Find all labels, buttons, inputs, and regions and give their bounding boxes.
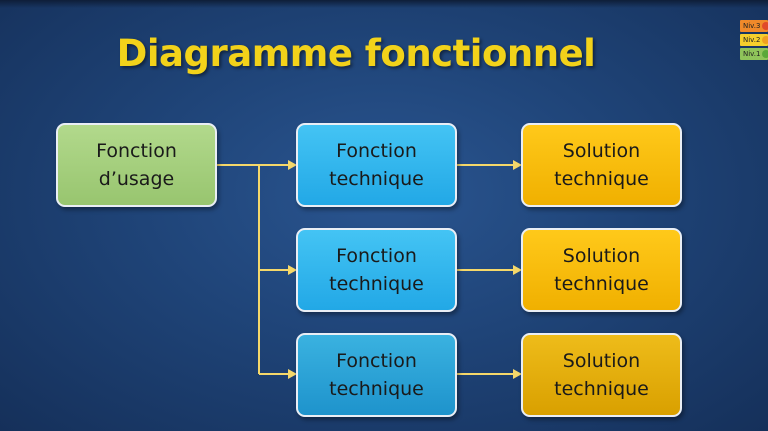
level-1-tag: Niv.1 xyxy=(740,48,768,60)
technical-solution-label-line2: technique xyxy=(554,168,649,190)
usage-function-label-line2: d’usage xyxy=(98,168,175,190)
technical-solution-label-line1: Solution xyxy=(562,140,641,162)
technique-function-box: Fonction technique xyxy=(296,333,457,417)
level-2-tag: Niv.2 xyxy=(740,34,768,46)
level-3-pin-icon xyxy=(762,22,768,30)
usage-function-label-line1: Fonction xyxy=(96,140,177,162)
usage-function-box: Fonction d’usage xyxy=(56,123,217,207)
level-3-label: Niv.3 xyxy=(743,22,761,30)
level-3-tag: Niv.3 xyxy=(740,20,768,32)
technical-solution-box: Solution technique xyxy=(521,228,682,312)
arrowhead-solution-3 xyxy=(513,369,522,379)
technique-function-label-line1: Fonction xyxy=(336,140,417,162)
top-shadow-bar xyxy=(0,0,768,8)
slide-title: Diagramme fonctionnel xyxy=(116,32,596,75)
technique-function-label-line2: technique xyxy=(329,378,424,400)
level-indicator: Niv.3 Niv.2 Niv.1 xyxy=(740,20,768,62)
arrowhead-technique-1 xyxy=(288,160,297,170)
technique-function-box: Fonction technique xyxy=(296,123,457,207)
arrowhead-solution-2 xyxy=(513,265,522,275)
level-1-pin-icon xyxy=(762,50,768,58)
level-1-label: Niv.1 xyxy=(743,50,761,58)
technique-function-label-line2: technique xyxy=(329,273,424,295)
arrowhead-technique-3 xyxy=(288,369,297,379)
arrowhead-technique-2 xyxy=(288,265,297,275)
technical-solution-label-line1: Solution xyxy=(562,245,641,267)
level-2-label: Niv.2 xyxy=(743,36,761,44)
arrowhead-solution-1 xyxy=(513,160,522,170)
technique-function-label-line1: Fonction xyxy=(336,350,417,372)
technical-solution-label-line1: Solution xyxy=(562,350,641,372)
level-2-pin-icon xyxy=(762,36,768,44)
technique-function-box: Fonction technique xyxy=(296,228,457,312)
technical-solution-box: Solution technique xyxy=(521,333,682,417)
technical-solution-box: Solution technique xyxy=(521,123,682,207)
technique-function-label-line1: Fonction xyxy=(336,245,417,267)
technical-solution-label-line2: technique xyxy=(554,378,649,400)
technical-solution-label-line2: technique xyxy=(554,273,649,295)
technique-function-label-line2: technique xyxy=(329,168,424,190)
